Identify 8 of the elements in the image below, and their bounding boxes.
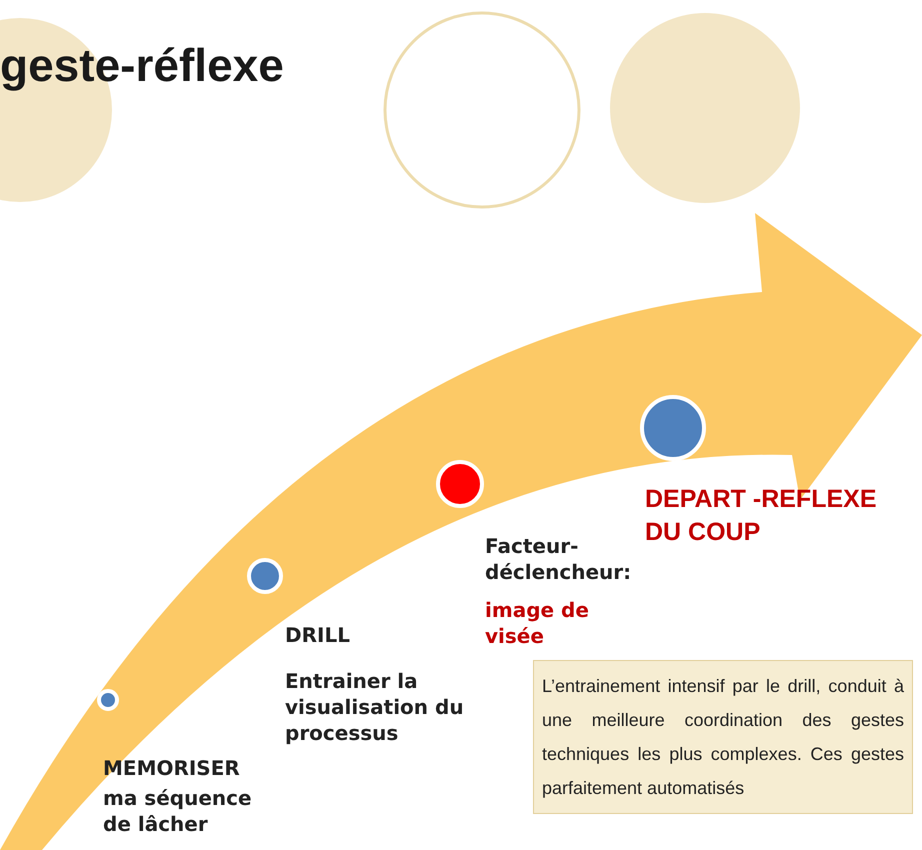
title: geste-réflexe <box>0 38 284 92</box>
stage-label: Entrainer la visualisation du processus <box>285 668 465 746</box>
stage-label: image de visée <box>485 597 590 649</box>
stage-label: Facteur-déclencheur: <box>485 533 632 585</box>
stage-label: ma séquence de lâcher <box>103 785 253 837</box>
stage-label: DRILL <box>285 622 351 648</box>
stage-heading: DEPART -REFLEXE DU COUP <box>645 484 878 548</box>
text-box: L’entrainement intensif par le drill, conduit à une meilleure coordination des gestes techniques les plus complexes. Ces gestes parfaitement automatisés <box>533 660 913 814</box>
